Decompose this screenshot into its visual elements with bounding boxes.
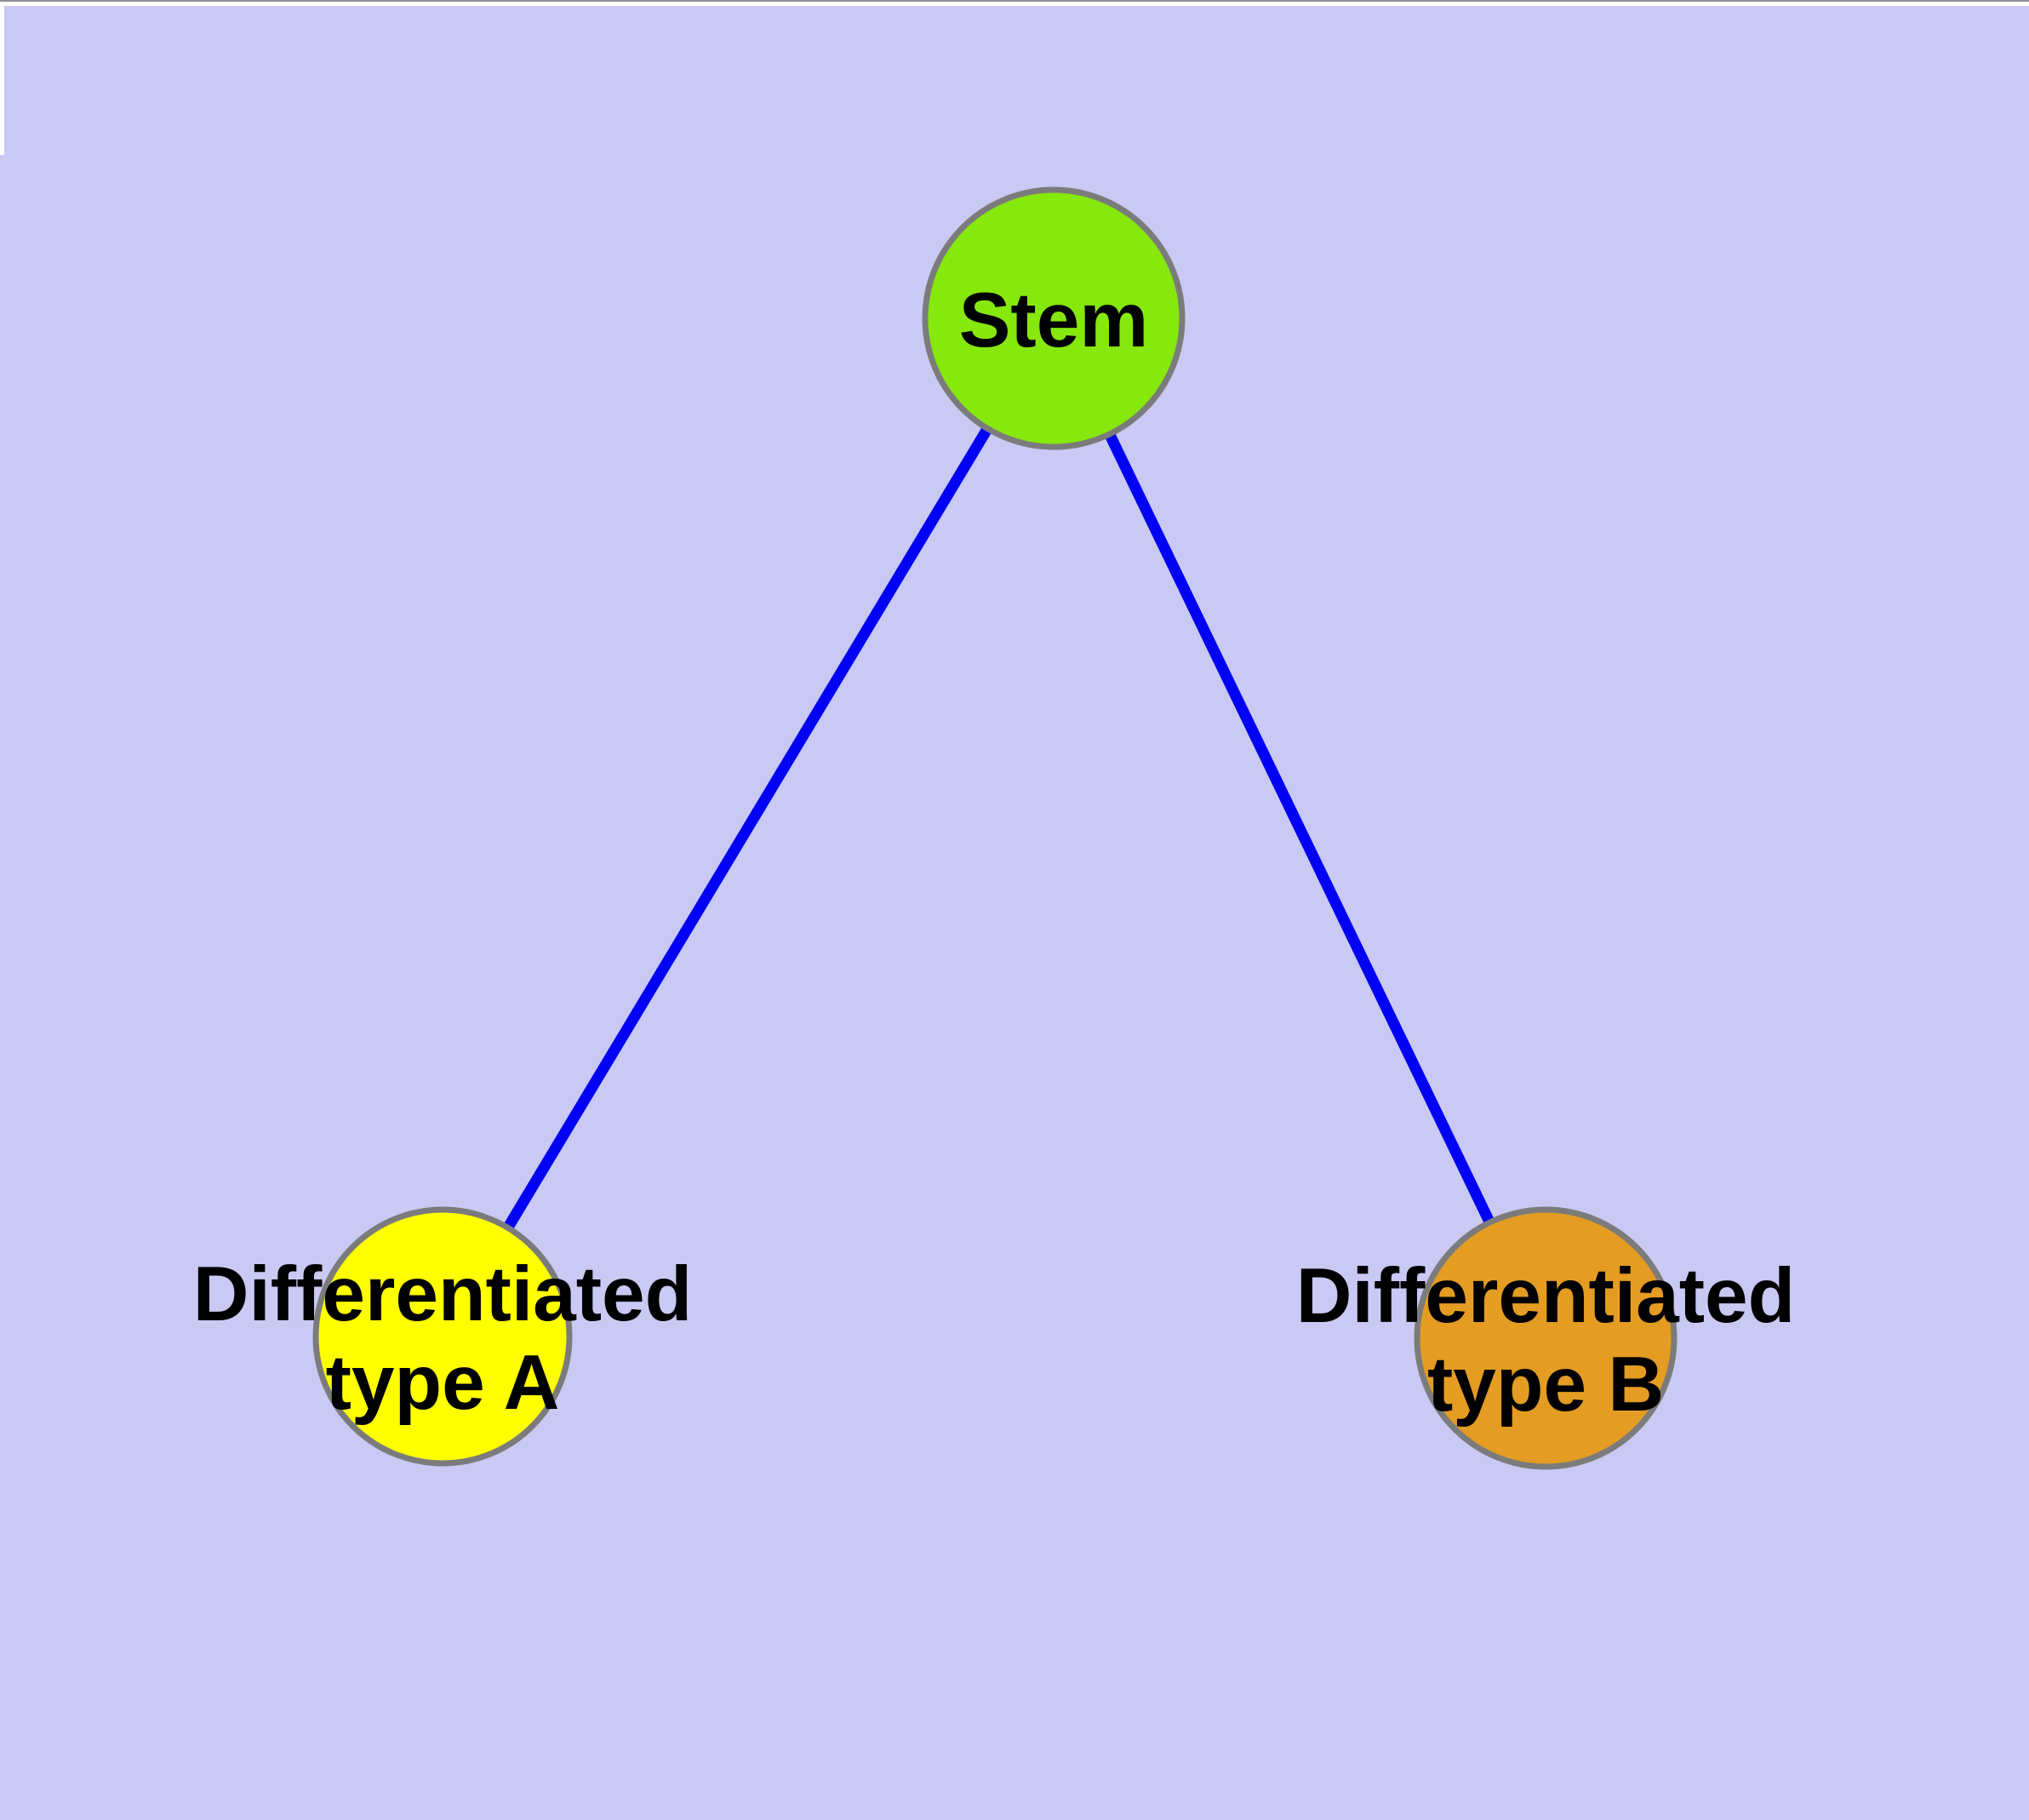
node-label-line: Differentiated [193,1251,693,1337]
window-left-white-strip [0,2,4,155]
node-label-line: Differentiated [1296,1253,1796,1339]
node-stem [922,186,1186,450]
edge-stem-typeA [437,315,1059,1340]
node-typeB [1414,1206,1677,1470]
node-label-stem: Stem [959,278,1149,363]
node-typeA [312,1206,573,1467]
edges-layer [437,315,1551,1341]
node-label-line: type B [1427,1342,1664,1428]
edge-stem-typeB [1049,316,1551,1341]
node-label-line: Stem [959,278,1149,363]
window-top-white-strip [0,2,2029,6]
window-top-edge-line [0,0,2029,2]
node-label-line: type A [326,1340,560,1426]
nodes-layer [312,186,1677,1470]
